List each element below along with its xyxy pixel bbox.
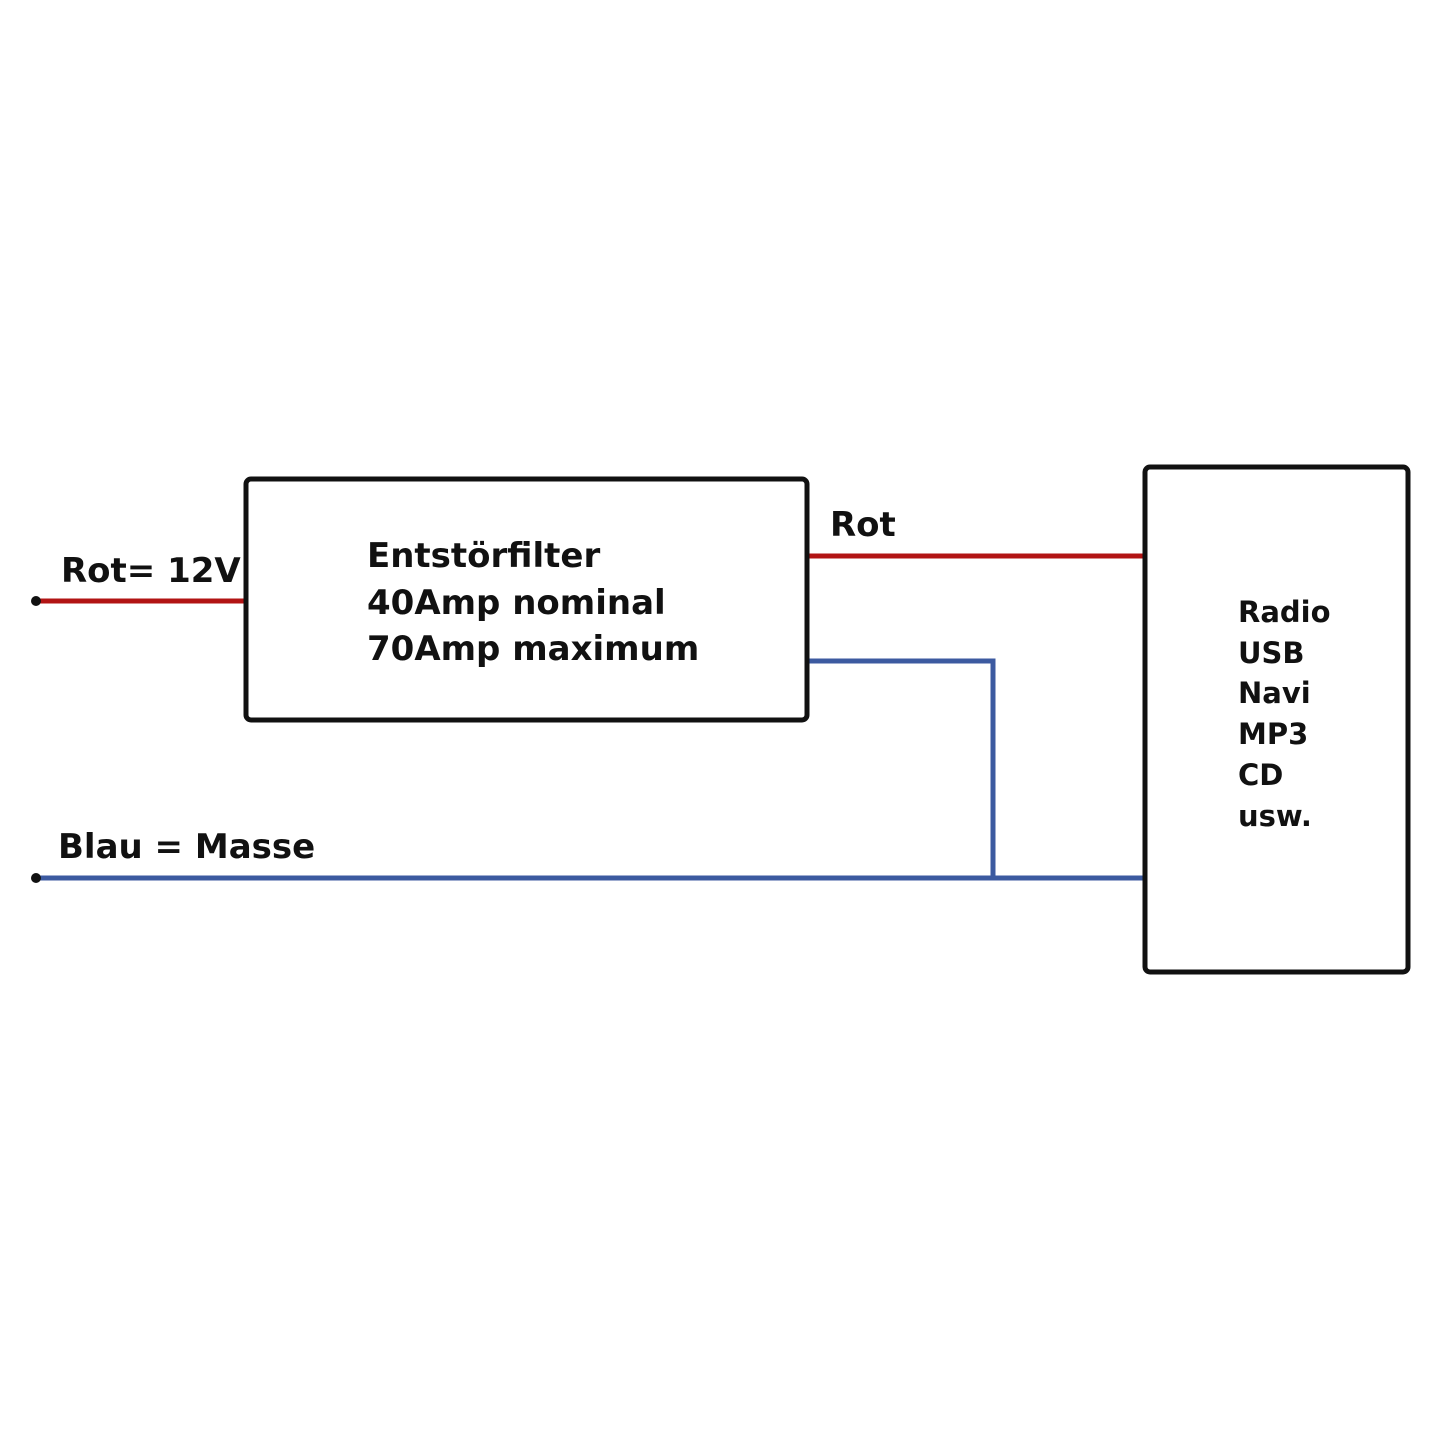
filter-maximum-rating: 70Amp maximum (367, 629, 699, 669)
device-item-etc: usw. (1238, 799, 1312, 833)
input-positive-label: Rot= 12V (61, 551, 241, 591)
filter-box (243, 476, 810, 723)
output-positive-label: Rot (830, 505, 896, 545)
device-item-radio: Radio (1238, 595, 1331, 629)
filter-nominal-rating: 40Amp nominal (367, 583, 666, 623)
input-positive-terminal (31, 596, 41, 606)
filter-ground-wire (807, 658, 996, 878)
device-item-mp3: MP3 (1238, 717, 1308, 751)
ground-label: Blau = Masse (58, 827, 315, 867)
device-item-usb: USB (1238, 636, 1305, 670)
device-box (1142, 464, 1411, 975)
device-item-navi: Navi (1238, 676, 1311, 710)
device-item-cd: CD (1238, 758, 1283, 792)
filter-title: Entstörfilter (367, 536, 600, 576)
ground-terminal (31, 873, 41, 883)
